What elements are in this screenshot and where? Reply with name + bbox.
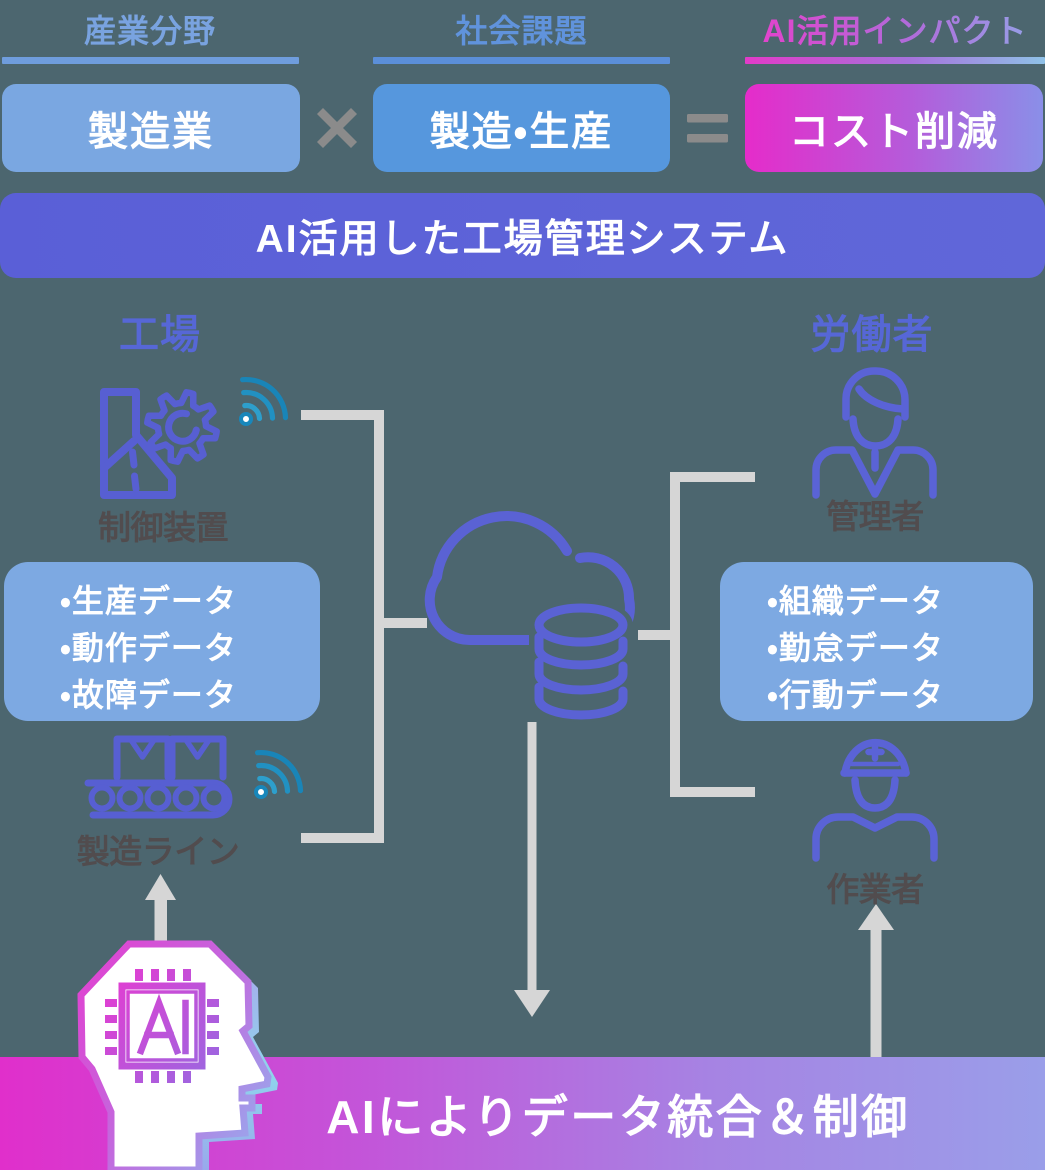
- down-arrow-head: [514, 990, 550, 1017]
- right-up-arrow-shaft: [870, 928, 882, 1057]
- manager-hair-fringe: [855, 385, 907, 413]
- system-banner: AI活用した工場管理システム: [0, 193, 1045, 278]
- wifi-icon-bottom: [254, 749, 304, 799]
- workers-data-item: ・組織データ: [767, 582, 944, 619]
- production-line-label: 製造ライン: [76, 833, 240, 870]
- down-arrow-shaft: [527, 722, 537, 990]
- factory-data-item: ・動作データ: [60, 629, 237, 666]
- manager-shoulders: [812, 446, 937, 499]
- database-ring: [534, 682, 628, 720]
- conveyor-box-2-fold: [183, 737, 212, 760]
- conveyor-icon: [84, 735, 233, 819]
- database-icon: [534, 603, 628, 720]
- impact-box: コスト削減: [745, 84, 1043, 172]
- gear-icon: [144, 389, 220, 465]
- wifi-dot: [254, 785, 268, 799]
- header-ai-impact: AI活用インパクト: [745, 8, 1045, 50]
- workers-title: 労働者: [810, 313, 934, 357]
- database-ring: [534, 657, 628, 695]
- manager-jaw: [849, 415, 902, 450]
- conveyor-box-1-fold: [128, 737, 157, 760]
- ai-head-icon: [77, 940, 278, 1170]
- workers-data-box: ・組織データ ・勤怠データ ・行動データ: [720, 562, 1033, 721]
- left-up-arrow-head: [145, 874, 176, 900]
- ai-chip-pins: [105, 969, 219, 1083]
- factory-data-item: ・故障データ: [60, 676, 237, 713]
- wifi-arc-inner: [242, 402, 263, 422]
- road-icon: [100, 388, 176, 499]
- header-industry-field: 産業分野: [83, 13, 216, 49]
- ai-banner-text: AIによりデータ統合＆制御: [326, 1090, 910, 1143]
- workers-data-item: ・勤怠データ: [767, 629, 944, 666]
- database-ring: [534, 632, 628, 670]
- conveyor-box-2: [168, 735, 227, 781]
- multiply-strokes: [316, 108, 357, 148]
- database-top: [534, 603, 628, 647]
- conveyor-box-1: [113, 735, 172, 781]
- issue-box: 製造・生産: [373, 84, 670, 172]
- equals-icon: [670, 84, 745, 172]
- header-underline-3: [745, 57, 1045, 64]
- workers-data-item: ・行動データ: [767, 676, 944, 713]
- road-centerline-dash: [131, 472, 140, 493]
- road-bend-line: [100, 437, 138, 472]
- wifi-arc-outer: [255, 749, 304, 794]
- worker-icon: [812, 738, 938, 862]
- control-device-label: 制御装置: [98, 509, 229, 546]
- worker-helmet-cross: [865, 742, 885, 762]
- worker-face: [851, 776, 899, 812]
- control-device-icon: [100, 388, 220, 499]
- worker-shoulders: [812, 813, 938, 862]
- multiply-icon: [300, 84, 373, 172]
- cloud-database-icon: [424, 511, 635, 722]
- wifi-arc-middle: [256, 762, 291, 794]
- wifi-arc-inner: [257, 775, 278, 795]
- industry-box: 製造業: [2, 84, 300, 172]
- header-underline-2: [373, 57, 670, 64]
- gear-hub-arc: [165, 409, 200, 445]
- ai-chip-icon: [105, 969, 219, 1083]
- cloud-body: [424, 511, 572, 646]
- factory-title: 工場: [119, 313, 201, 357]
- manager-icon: [812, 367, 937, 499]
- road-centerline-dash: [129, 448, 138, 469]
- manager-label: 管理者: [826, 498, 924, 535]
- ai-chip-text: [136, 993, 189, 1056]
- header-underline-1: [2, 57, 299, 64]
- header-social-issue: 社会課題: [455, 13, 588, 49]
- manager-head: [842, 367, 909, 421]
- factory-data-box: ・生産データ ・動作データ ・故障データ: [4, 562, 320, 721]
- wifi-arc-middle: [241, 389, 276, 421]
- wifi-arc-outer: [240, 376, 289, 421]
- wifi-icon-top: [239, 376, 289, 426]
- conveyor-belt: [84, 779, 233, 819]
- factory-data-item: ・生産データ: [60, 582, 237, 619]
- worker-label: 作業者: [826, 871, 924, 908]
- equals-bars: [687, 113, 728, 142]
- wifi-dot: [239, 412, 253, 426]
